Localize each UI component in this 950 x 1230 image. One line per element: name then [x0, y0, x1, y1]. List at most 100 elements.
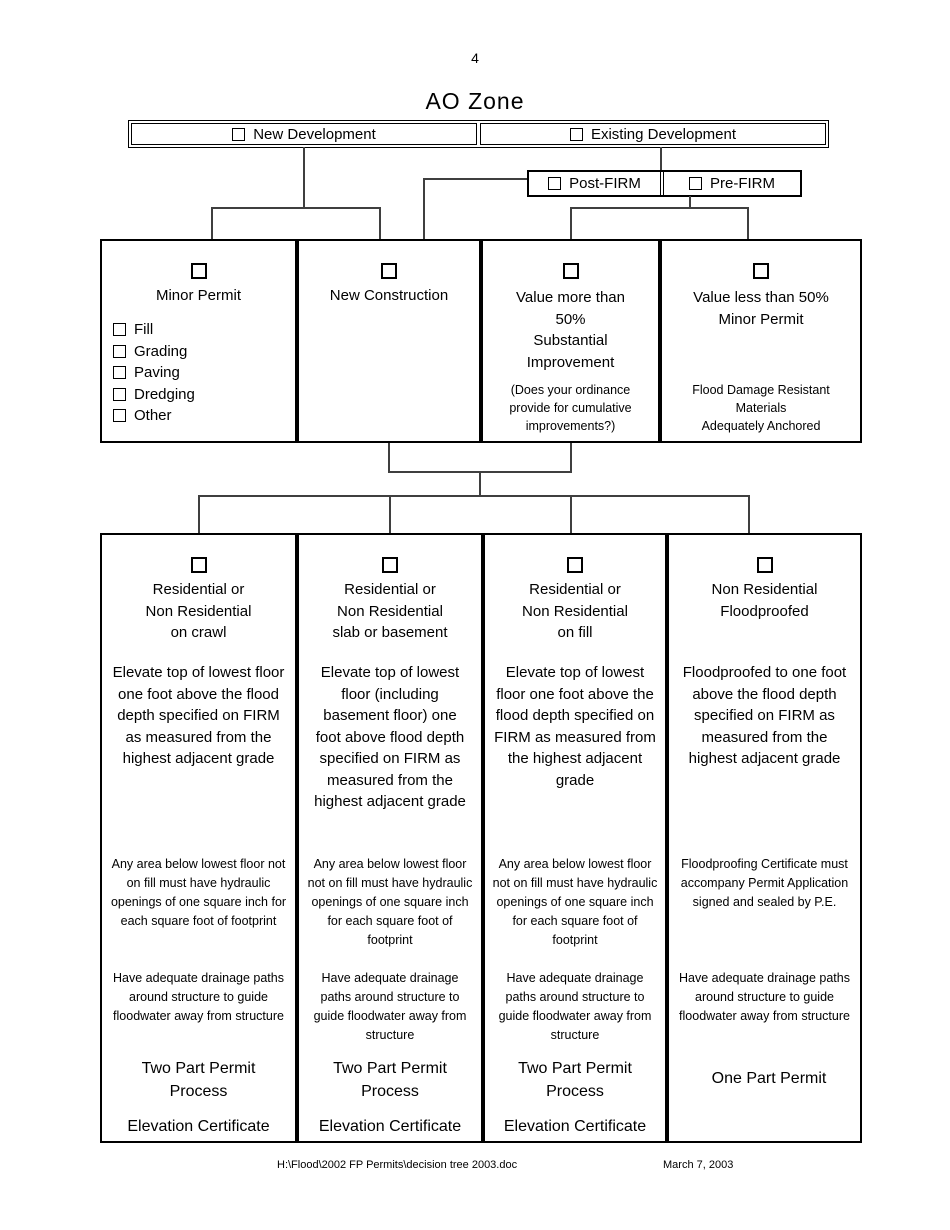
- value-less-line2: Minor Permit: [718, 310, 804, 328]
- bottom-row: Residential or Non Residential on crawl …: [100, 533, 862, 1143]
- value-less-line1: Value less than 50%: [693, 289, 829, 306]
- header-line: Non Residential: [145, 602, 252, 620]
- other-label: Other: [134, 407, 172, 425]
- connector-line: [660, 147, 662, 170]
- fill-label: Fill: [134, 321, 154, 339]
- residential-slab-box: Residential or Non Residential slab or b…: [297, 533, 483, 1143]
- connector-line: [423, 178, 527, 180]
- drainage-text: Have adequate drainage paths around stru…: [498, 971, 652, 1042]
- header-line: Residential or: [529, 581, 621, 598]
- connector-line: [198, 495, 750, 497]
- development-bar: New Development Existing Development: [128, 120, 829, 148]
- elevate-text: Elevate top of lowest floor one foot abo…: [112, 664, 285, 767]
- post-firm-label: Post-FIRM: [569, 175, 641, 192]
- connector-line: [570, 443, 572, 473]
- page-title: AO Zone: [425, 88, 525, 114]
- minor-permit-options: Fill Grading Paving Dredging Other: [113, 319, 295, 427]
- connector-line: [570, 207, 749, 209]
- floodproofed-header: Non Residential Floodproofed: [669, 579, 860, 622]
- value-less-note2: Adequately Anchored: [701, 419, 821, 433]
- value-less-note1: Flood Damage Resistant Materials: [692, 383, 830, 415]
- openings-text: Any area below lowest floor not on fill …: [492, 857, 658, 947]
- dredging-label: Dredging: [134, 385, 195, 403]
- header-line: Residential or: [152, 581, 245, 598]
- drainage-text: Have adequate drainage paths around stru…: [313, 971, 467, 1042]
- permit-process-text: Two Part Permit Process: [333, 1060, 447, 1100]
- pre-firm-label: Pre-FIRM: [710, 175, 775, 192]
- drainage-text: Have adequate drainage paths around stru…: [113, 971, 284, 1023]
- residential-crawl-box: Residential or Non Residential on crawl …: [100, 533, 297, 1143]
- header-line: on crawl: [170, 624, 227, 641]
- value-more-checkbox[interactable]: [562, 263, 579, 279]
- residential-fill-header: Residential or Non Residential on fill: [485, 579, 665, 644]
- existing-development-cell: Existing Development: [480, 123, 826, 145]
- value-less-note: Flood Damage Resistant Materials Adequat…: [675, 381, 847, 435]
- connector-line: [748, 495, 750, 533]
- elevate-text: Elevate top of lowest floor (including b…: [314, 664, 466, 810]
- header-line: slab or basement: [332, 624, 448, 641]
- residential-crawl-header: Residential or Non Residential on crawl: [102, 579, 295, 644]
- connector-line: [479, 471, 481, 497]
- residential-crawl-checkbox[interactable]: [190, 557, 207, 573]
- connector-line: [211, 207, 381, 209]
- header-line: Residential or: [344, 581, 436, 598]
- connector-line: [747, 207, 749, 239]
- new-development-checkbox[interactable]: [232, 127, 246, 141]
- new-development-label: New Development: [253, 125, 376, 143]
- openings-text: Any area below lowest floor not on fill …: [110, 857, 287, 928]
- pre-firm-checkbox[interactable]: [689, 177, 702, 190]
- floodproofed-checkbox[interactable]: [756, 557, 773, 573]
- dredging-checkbox[interactable]: [113, 387, 126, 401]
- connector-line: [423, 178, 425, 239]
- openings-text: Floodproofing Certificate must accompany…: [680, 857, 849, 909]
- residential-fill-checkbox[interactable]: [567, 557, 583, 573]
- existing-development-label: Existing Development: [590, 125, 737, 143]
- value-less-checkbox[interactable]: [753, 263, 769, 279]
- certificate-text: Elevation Certificate: [318, 1118, 462, 1135]
- paving-label: Paving: [134, 364, 180, 382]
- value-more-note: (Does your ordinance provide for cumulat…: [509, 383, 632, 433]
- middle-row: Minor Permit Fill Grading Paving Dredgin…: [100, 239, 862, 443]
- minor-permit-box: Minor Permit Fill Grading Paving Dredgin…: [100, 239, 297, 443]
- grading-checkbox[interactable]: [113, 344, 126, 358]
- other-checkbox[interactable]: [113, 409, 126, 423]
- header-line: Floodproofed: [720, 602, 809, 620]
- value-more-title: Value more than 50% Substantial Improvem…: [507, 287, 635, 373]
- connector-line: [198, 495, 200, 533]
- footer-file-path: H:\Flood\2002 FP Permits\decision tree 2…: [277, 1159, 518, 1171]
- value-more-line1: Value more than 50%: [516, 289, 625, 328]
- page-number: 4: [471, 50, 479, 66]
- minor-permit-checkbox[interactable]: [190, 263, 207, 279]
- elevate-text: Elevate top of lowest floor one foot abo…: [494, 664, 656, 789]
- permit-process-text: Two Part Permit Process: [518, 1060, 632, 1100]
- residential-slab-header: Residential or Non Residential slab or b…: [299, 579, 481, 644]
- header-line: Non Residential: [337, 602, 443, 620]
- drainage-text: Have adequate drainage paths around stru…: [679, 971, 850, 1023]
- fill-checkbox[interactable]: [113, 323, 126, 337]
- connector-line: [379, 207, 381, 239]
- grading-label: Grading: [134, 342, 188, 360]
- new-construction-box: New Construction: [297, 239, 481, 443]
- post-firm-checkbox[interactable]: [548, 177, 562, 190]
- elevate-text: Floodproofed to one foot above the flood…: [682, 664, 847, 767]
- pre-firm-cell: Pre-FIRM: [663, 172, 800, 195]
- connector-line: [689, 196, 691, 208]
- new-construction-checkbox[interactable]: [381, 263, 397, 279]
- permit-process-text: One Part Permit: [711, 1070, 827, 1087]
- residential-fill-box: Residential or Non Residential on fill E…: [483, 533, 667, 1143]
- connector-line: [570, 495, 572, 533]
- footer-date: March 7, 2003: [663, 1159, 734, 1171]
- value-more-line2: Substantial Improvement: [526, 332, 615, 371]
- header-line: on fill: [557, 624, 593, 641]
- new-development-cell: New Development: [131, 123, 477, 145]
- connector-line: [211, 207, 213, 239]
- new-construction-title: New Construction: [329, 287, 449, 304]
- residential-slab-checkbox[interactable]: [382, 557, 398, 573]
- existing-development-checkbox[interactable]: [569, 127, 583, 141]
- minor-permit-title: Minor Permit: [155, 287, 241, 304]
- value-less-box: Value less than 50% Minor Permit Flood D…: [660, 239, 862, 443]
- certificate-text: Elevation Certificate: [127, 1118, 270, 1135]
- paving-checkbox[interactable]: [113, 366, 126, 380]
- openings-text: Any area below lowest floor not on fill …: [307, 857, 473, 947]
